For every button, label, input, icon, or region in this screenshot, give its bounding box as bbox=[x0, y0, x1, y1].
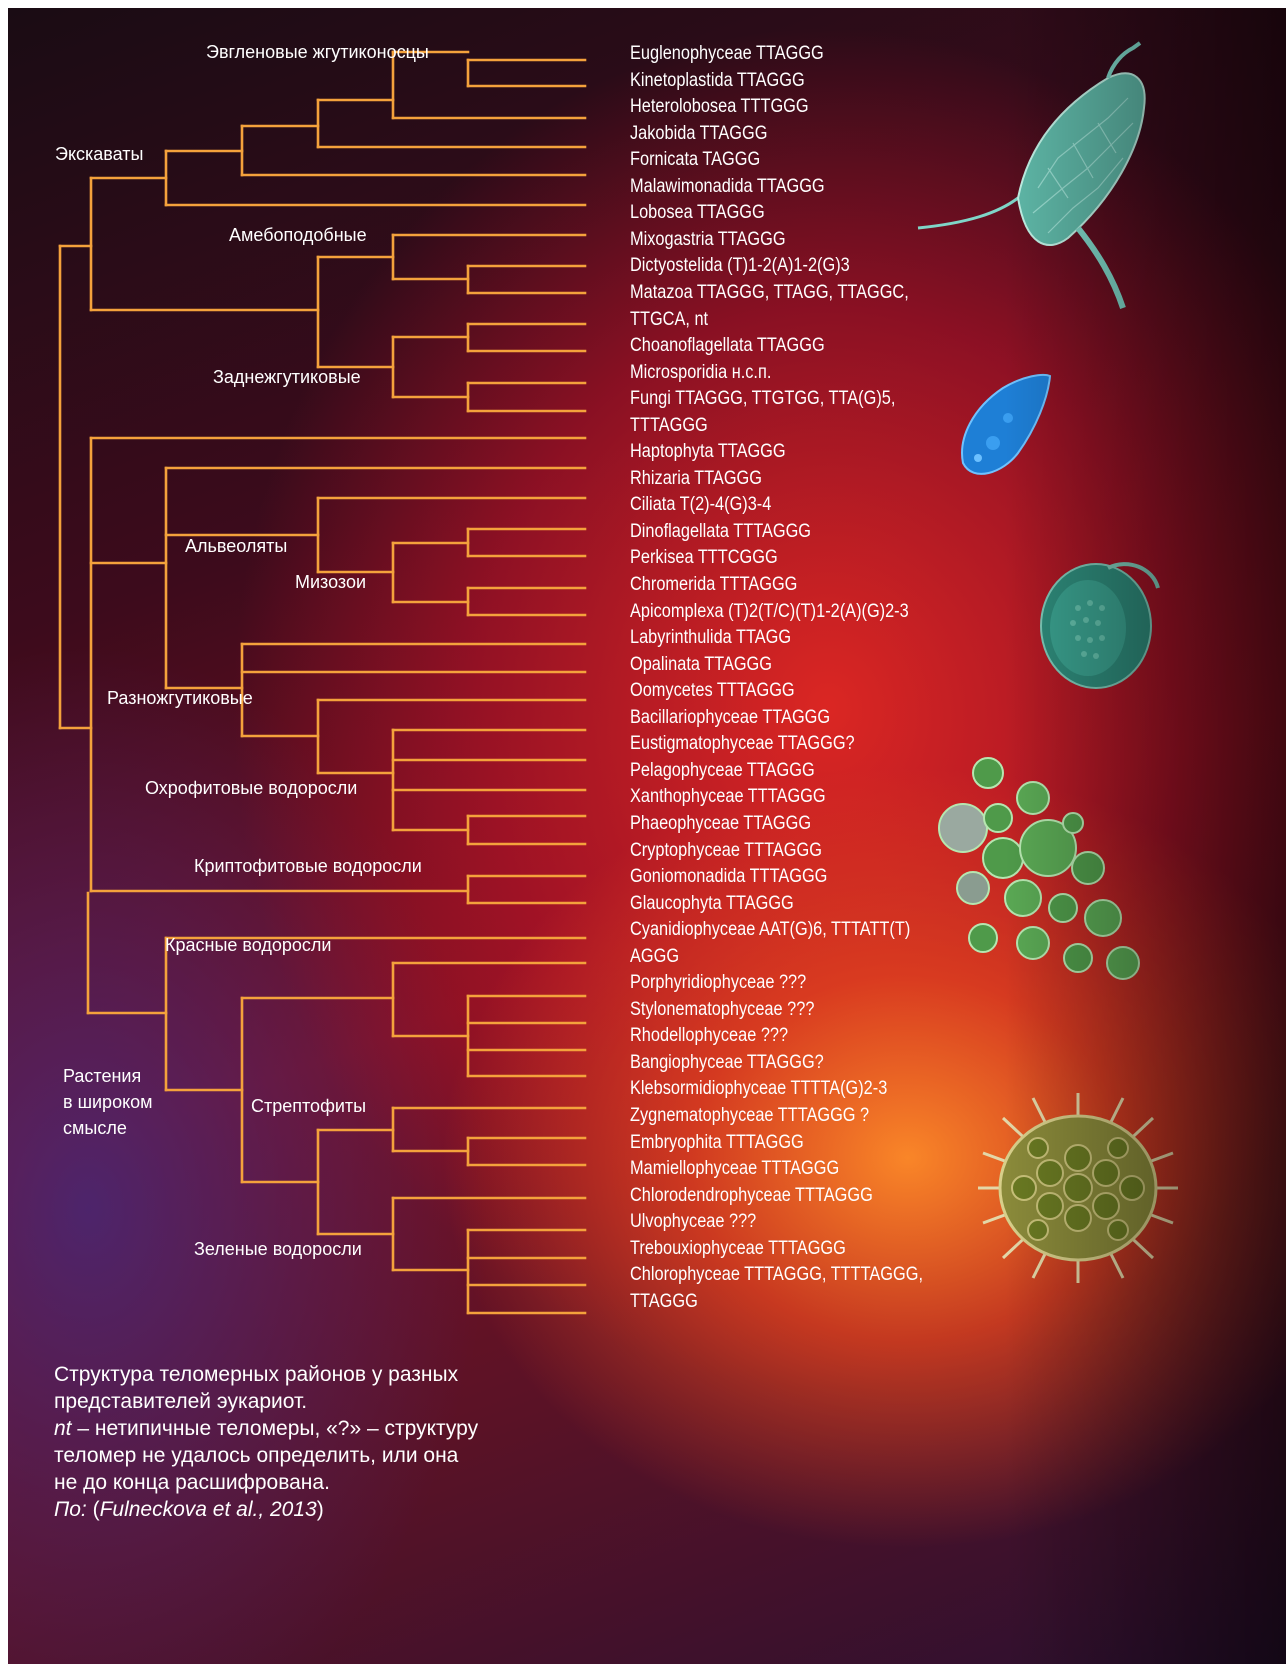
caption-nt: nt bbox=[54, 1417, 72, 1440]
caption-line-5: не до конца расшифрована. bbox=[54, 1469, 574, 1496]
taxon-label: Stylonematophyceae ??? bbox=[630, 999, 814, 1021]
clade-label-myzozoa: Мизозои bbox=[295, 572, 366, 592]
clade-label-plants-1: Растения bbox=[63, 1066, 141, 1086]
clade-label-streptophyta: Стрептофиты bbox=[251, 1096, 366, 1116]
taxon-label: Cyanidiophyceae AAT(G)6, TTTATT(T) bbox=[630, 919, 910, 941]
diagram-panel: Эвгленовые жгутиконосцы Экскаваты Амебоп… bbox=[8, 8, 1286, 1664]
caption-reference: Fulneckova et al., 2013 bbox=[100, 1498, 317, 1521]
clade-label-plants-2: в широком bbox=[63, 1092, 153, 1112]
taxon-label: Oomycetes TTTAGGG bbox=[630, 680, 795, 702]
taxon-label: Mixogastria TTAGGG bbox=[630, 229, 786, 251]
taxon-label: AGGG bbox=[630, 946, 679, 968]
taxon-label: Goniomonadida TTTAGGG bbox=[630, 866, 827, 888]
taxon-label: Trebouxiophyceae TTTAGGG bbox=[630, 1238, 846, 1260]
clade-label-cryptophyta: Криптофитовые водоросли bbox=[194, 856, 422, 876]
taxon-label: TTTAGGG bbox=[630, 415, 708, 437]
clade-label-stramenopiles: Разножгутиковые bbox=[107, 688, 253, 708]
taxon-label: Choanoflagellata TTAGGG bbox=[630, 335, 825, 357]
taxon-label: Glaucophyta TTAGGG bbox=[630, 893, 794, 915]
caption-line-1: Структура теломерных районов у разных bbox=[54, 1361, 574, 1388]
taxon-label: Matazoa TTAGGG, TTAGG, TTAGGC, bbox=[630, 282, 909, 304]
taxon-label: Perkisea TTTCGGG bbox=[630, 547, 778, 569]
taxon-label: Klebsormidiophyceae TTTTA(G)2-3 bbox=[630, 1078, 887, 1100]
taxon-label: Heterolobosea TTTGGG bbox=[630, 96, 809, 118]
taxon-label: Microsporidia н.с.п. bbox=[630, 362, 771, 384]
clade-label-alveolata: Альвеоляты bbox=[185, 536, 287, 556]
taxon-label: Zygnematophyceae TTTAGGG ? bbox=[630, 1105, 869, 1127]
taxon-label: Lobosea TTAGGG bbox=[630, 202, 765, 224]
taxon-label: Embryophita TTTAGGG bbox=[630, 1132, 804, 1154]
caption-nt-desc: – нетипичные теломеры, «?» – структуру bbox=[72, 1417, 479, 1440]
clade-label-chlorophyta: Зеленые водоросли bbox=[194, 1239, 362, 1259]
taxon-label: Jakobida TTAGGG bbox=[630, 123, 767, 145]
taxon-label: Fornicata TAGGG bbox=[630, 149, 760, 171]
clade-label-ochrophyta: Охрофитовые водоросли bbox=[145, 778, 357, 798]
taxon-label: Xanthophyceae TTTAGGG bbox=[630, 786, 826, 808]
taxon-label: Ciliata T(2)-4(G)3-4 bbox=[630, 494, 771, 516]
taxon-label: Chlorophyceae TTTAGGG, TTTTAGGG, bbox=[630, 1264, 923, 1286]
taxon-label: Chlorodendrophyceae TTTAGGG bbox=[630, 1185, 873, 1207]
caption-source-prefix: По: bbox=[54, 1498, 87, 1521]
taxon-label: Fungi TTAGGG, TTGTGG, TTA(G)5, bbox=[630, 388, 895, 410]
taxon-label: Dictyostelida (T)1-2(A)1-2(G)3 bbox=[630, 255, 850, 277]
taxon-label: TTAGGG bbox=[630, 1291, 698, 1313]
taxon-label: Bacillariophyceae TTAGGG bbox=[630, 707, 830, 729]
taxon-label: Euglenophyceae TTAGGG bbox=[630, 43, 824, 65]
taxon-label: Porphyridiophyceae ??? bbox=[630, 972, 806, 994]
taxon-label: Apicomplexa (T)2(T/C)(T)1-2(A)(G)2-3 bbox=[630, 601, 909, 623]
clade-label-plants-3: смысле bbox=[63, 1118, 127, 1138]
caption-paren-close: ) bbox=[317, 1498, 324, 1521]
clade-label-excavata: Экскаваты bbox=[55, 144, 143, 164]
caption-line-6: По: (Fulneckova et al., 2013) bbox=[54, 1496, 574, 1523]
clade-label-amoebozoa: Амебоподобные bbox=[229, 225, 367, 245]
taxon-label: Haptophyta TTAGGG bbox=[630, 441, 786, 463]
taxon-label: Bangiophyceae TTAGGG? bbox=[630, 1052, 824, 1074]
clade-label-rhodophyta: Красные водоросли bbox=[165, 935, 331, 955]
taxon-label: Ulvophyceae ??? bbox=[630, 1211, 756, 1233]
taxon-label: TTGCA, nt bbox=[630, 309, 708, 331]
caption-line-4: теломер не удалось определить, или она bbox=[54, 1442, 574, 1469]
taxon-label: Opalinata TTAGGG bbox=[630, 654, 772, 676]
taxon-label: Kinetoplastida TTAGGG bbox=[630, 70, 805, 92]
taxon-label: Phaeophyceae TTAGGG bbox=[630, 813, 811, 835]
taxon-label: Eustigmatophyceae TTAGGG? bbox=[630, 733, 855, 755]
taxon-label: Chromerida TTTAGGG bbox=[630, 574, 797, 596]
figure-caption: Структура теломерных районов у разных пр… bbox=[54, 1361, 574, 1523]
taxon-label: Rhodellophyceae ??? bbox=[630, 1025, 788, 1047]
taxon-label: Pelagophyceae TTAGGG bbox=[630, 760, 815, 782]
taxon-label: Dinoflagellata TTTAGGG bbox=[630, 521, 811, 543]
caption-line-2: представителей эукариот. bbox=[54, 1388, 574, 1415]
taxon-label: Rhizaria TTAGGG bbox=[630, 468, 762, 490]
caption-paren-open: ( bbox=[87, 1498, 100, 1521]
taxon-label: Labyrinthulida TTAGG bbox=[630, 627, 791, 649]
clade-label-euglenozoa: Эвгленовые жгутиконосцы bbox=[206, 42, 429, 62]
caption-line-3: nt – нетипичные теломеры, «?» – структур… bbox=[54, 1415, 574, 1442]
taxon-label: Cryptophyceae TTTAGGG bbox=[630, 840, 822, 862]
taxon-label: Malawimonadida TTAGGG bbox=[630, 176, 825, 198]
clade-label-opisthokonta: Заднежгутиковые bbox=[213, 367, 361, 387]
taxon-label: Mamiellophyceae TTTAGGG bbox=[630, 1158, 839, 1180]
